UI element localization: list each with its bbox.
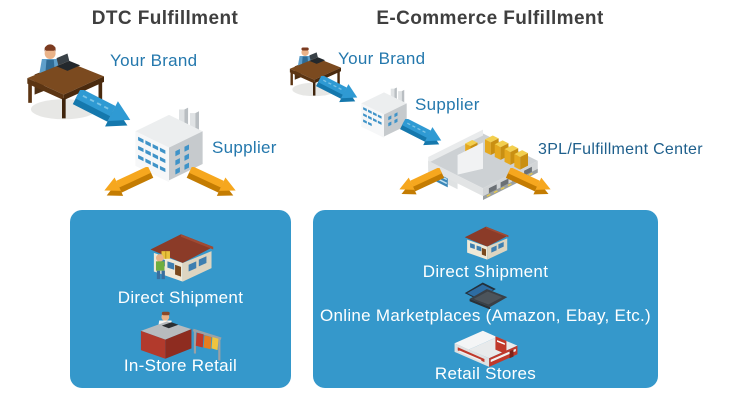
- supplier-label: Supplier: [212, 138, 277, 157]
- in-store-retail-label: In-Store Retail: [123, 356, 238, 375]
- laptop-icon: [459, 280, 513, 316]
- direct-shipment-label: Direct Shipment: [117, 288, 244, 307]
- house-delivery-icon: [142, 218, 220, 286]
- your-brand-label: Your Brand: [110, 51, 198, 70]
- dtc-channels-panel: Direct Shipment In-Store Retail: [70, 210, 291, 388]
- dtc-flow-title: DTC Fulfillment: [91, 8, 239, 29]
- orange-flow-arrow-icon: [100, 167, 156, 202]
- supplier-label: Supplier: [415, 95, 480, 114]
- factory-icon: [128, 104, 210, 184]
- store-counter-icon: [134, 310, 228, 364]
- online-marketplaces-label: Online Marketplaces (Amazon, Ebay, Etc.): [319, 306, 652, 325]
- ecommerce-channels-panel: Direct Shipment Online Marketplaces (Ama…: [313, 210, 658, 388]
- fulfillment-center-label: 3PL/Fulfillment Center: [538, 141, 703, 158]
- blue-flow-arrow-icon: [314, 76, 360, 109]
- orange-flow-arrow-icon: [395, 168, 447, 200]
- ecommerce-flow-title: E-Commerce Fulfillment: [376, 8, 604, 29]
- orange-flow-arrow-icon: [184, 167, 240, 202]
- blue-flow-arrow-icon: [70, 90, 134, 136]
- person-at-desk-icon: [16, 38, 108, 122]
- retail-stores-label: Retail Stores: [434, 364, 537, 383]
- orange-flow-arrow-icon: [503, 168, 555, 200]
- retail-store-icon: [449, 326, 523, 370]
- house-icon: [458, 216, 514, 262]
- your-brand-label: Your Brand: [338, 49, 426, 68]
- direct-shipment-label: Direct Shipment: [422, 262, 549, 281]
- blue-flow-arrow-icon: [398, 119, 444, 152]
